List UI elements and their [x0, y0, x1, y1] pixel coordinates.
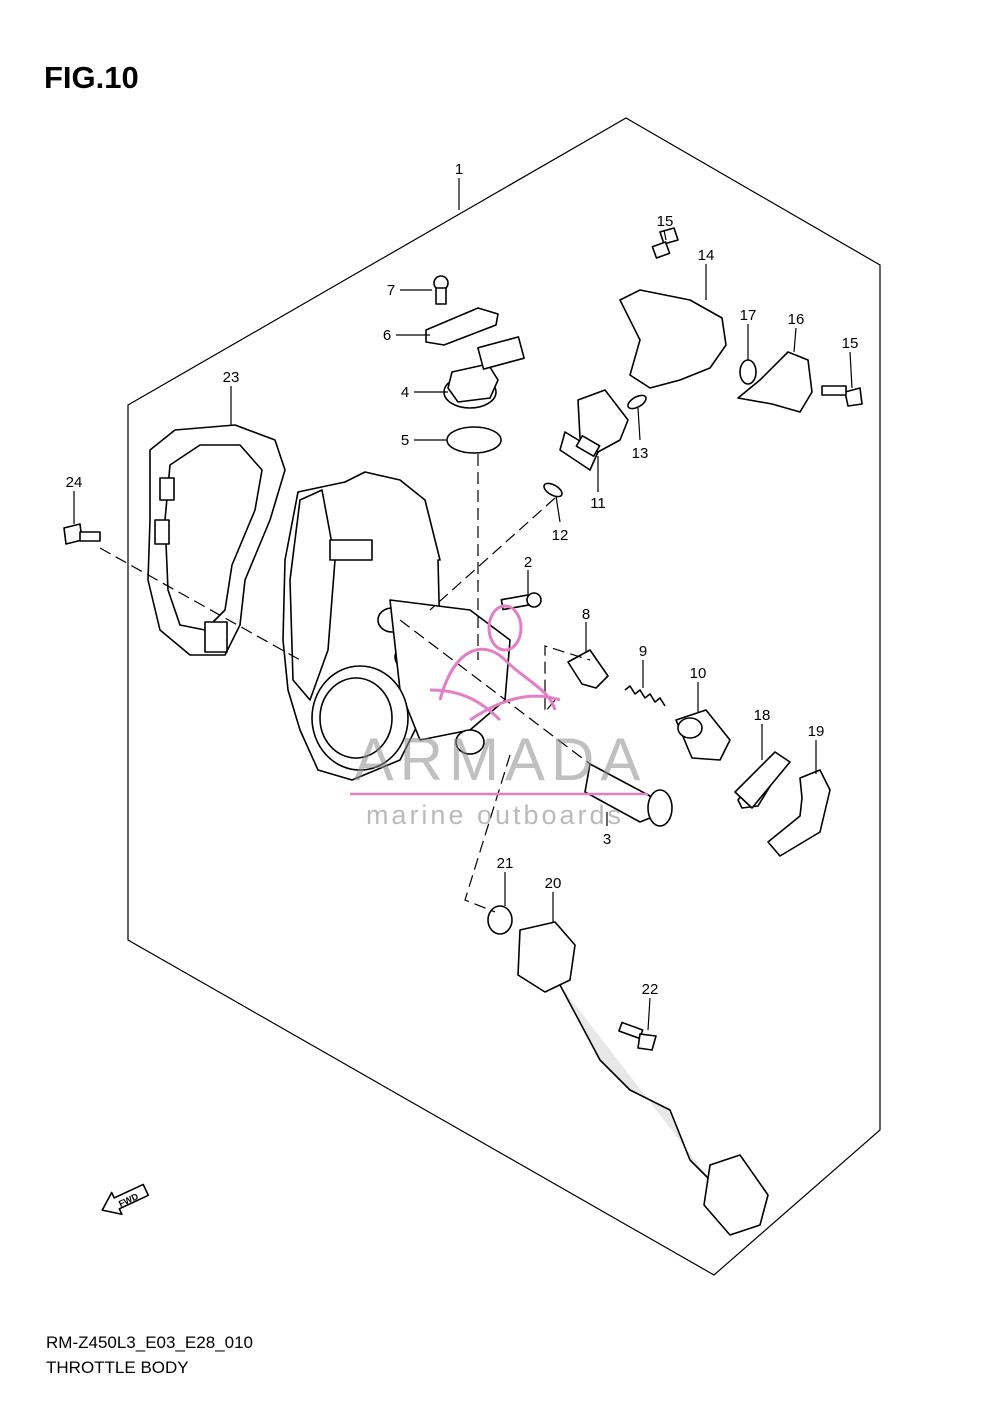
callout-17: 17 [740, 307, 757, 324]
callout-4: 4 [401, 384, 409, 401]
watermark-logo-icon [429, 604, 561, 722]
callout-12: 12 [552, 527, 569, 544]
leader-15b [849, 351, 853, 389]
callout-3: 3 [603, 831, 611, 848]
callout-5: 5 [401, 432, 409, 449]
hose-19-part [767, 769, 831, 857]
spring-9-part [624, 685, 666, 707]
leader-12 [555, 495, 561, 523]
callout-2: 2 [524, 554, 532, 571]
callout-21: 21 [497, 855, 514, 872]
align-line-21 [464, 754, 511, 913]
diagram-code: RM-Z450L3_E03_E28_010 [46, 1333, 253, 1352]
o-ring-17-part [739, 359, 757, 385]
leader-16 [793, 327, 797, 353]
callout-20: 20 [545, 875, 562, 892]
watermark: ARMADA marine outboards [350, 604, 648, 830]
callout-23: 23 [223, 369, 240, 386]
callout-8: 8 [582, 606, 590, 623]
leader-15a [663, 229, 667, 241]
align-line-3 [399, 619, 591, 765]
callout-10: 10 [690, 665, 707, 682]
o-ring-12-part [543, 482, 563, 498]
figure-title: FIG.10 [44, 60, 139, 95]
callout-6: 6 [383, 327, 391, 344]
joint-16-part [737, 351, 813, 413]
injector-11-part [559, 389, 629, 471]
align-line-24 [99, 547, 301, 661]
callout-1: 1 [455, 161, 463, 178]
bracket-14-part [619, 289, 727, 389]
o-ring-21-part [487, 905, 513, 935]
o-ring-13-part [627, 394, 647, 410]
callout-18: 18 [754, 707, 771, 724]
throttle-body-part [282, 471, 511, 781]
screw-7-part [433, 275, 449, 305]
fwd-arrow-icon: FWD [101, 1183, 150, 1216]
leader-13 [637, 407, 641, 441]
callout-22: 22 [642, 981, 659, 998]
callout-16: 16 [788, 311, 805, 328]
leader-22 [647, 997, 651, 1031]
callout-19: 19 [808, 723, 825, 740]
plate-6-part [425, 307, 499, 346]
bolt-15a-part [651, 227, 679, 259]
align-line-8 [544, 645, 591, 714]
align-line-12 [429, 497, 556, 611]
callout-9: 9 [639, 643, 647, 660]
assembly-frame [127, 117, 881, 1276]
callout-15a: 15 [657, 213, 674, 230]
diagram-name: THROTTLE BODY [46, 1358, 189, 1377]
bolt-22-part [618, 1021, 657, 1051]
callout-11: 11 [590, 495, 606, 512]
watermark-brand: ARMADA [354, 726, 647, 793]
hose-18-outline [734, 751, 791, 809]
callout-13: 13 [632, 445, 649, 462]
callout-7: 7 [387, 282, 395, 299]
callout-24: 24 [66, 474, 83, 491]
sensor-4-part [443, 336, 525, 409]
plunger-8-part [567, 649, 609, 689]
o-ring-5-part [446, 426, 502, 454]
bolt-24-part [63, 523, 101, 545]
gasket-cover-part [147, 424, 286, 656]
callout-15b: 15 [842, 335, 859, 352]
knob-10-part [675, 709, 731, 761]
callout-14: 14 [698, 247, 715, 264]
watermark-tagline: marine outboards [366, 800, 624, 830]
bolt-15b-part [821, 385, 863, 407]
sensor-harness-20-part [517, 921, 769, 1236]
